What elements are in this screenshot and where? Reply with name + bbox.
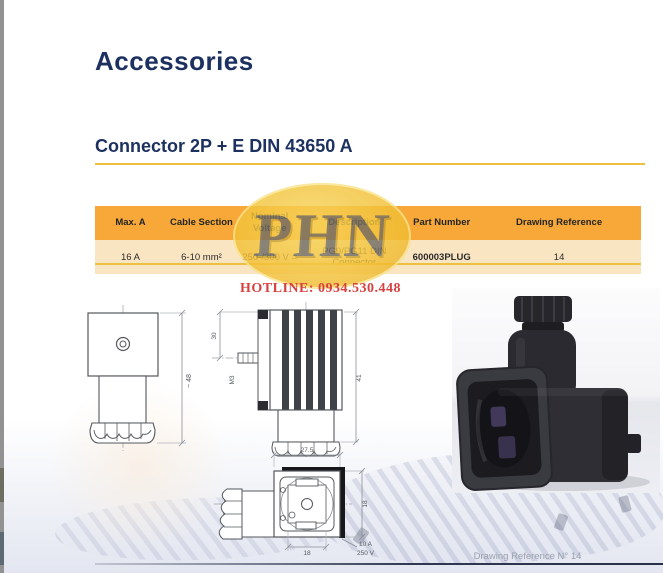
dim-label-screw-m3: M3 xyxy=(229,375,236,384)
dim-label-height-41: 41 xyxy=(356,374,363,382)
rating-amps-label: 10 A xyxy=(359,541,373,548)
col-header-max-a: Max. A xyxy=(95,206,166,240)
cell-part-number: 600003PLUG xyxy=(406,240,478,274)
page-edge-mark xyxy=(0,468,4,502)
col-header-drawing-reference: Drawing Reference xyxy=(477,206,641,240)
drawing-rear-view: 27.5 18 18 10 A 250 V xyxy=(214,447,375,557)
connector-product-photo xyxy=(452,288,660,493)
dim-label-depth-30: 30 xyxy=(211,332,218,340)
drawing-front-view: ~ 48 xyxy=(87,305,193,451)
drawing-side-view: 30 M3 41 xyxy=(211,302,363,457)
col-header-cable-section: Cable Section xyxy=(165,206,237,240)
rating-volts-label: 250 V xyxy=(357,550,375,557)
footer-rule xyxy=(95,563,663,565)
phn-watermark: PHN xyxy=(233,183,411,289)
page-title: Accessories xyxy=(95,46,254,76)
dim-label-bottom-18: 18 xyxy=(303,550,311,557)
section-heading: Connector 2P + E DIN 43650 A xyxy=(95,136,645,165)
page-edge-strip xyxy=(0,0,4,573)
page-edge-mark xyxy=(0,532,4,565)
footer-drawing-reference: Drawing Reference N° 14 xyxy=(473,551,582,562)
watermark-text: PHN xyxy=(251,201,393,270)
cell-drawing-reference: 14 xyxy=(477,240,641,274)
dim-label-side-18: 18 xyxy=(362,500,369,508)
dim-label-height-48: ~ 48 xyxy=(186,374,193,388)
col-header-part-number: Part Number xyxy=(406,206,478,240)
dim-label-width-27-5: 27.5 xyxy=(301,447,314,454)
hotline-text: HOTLINE: 0934.530.448 xyxy=(240,281,402,296)
cell-max-a: 16 A xyxy=(95,240,166,274)
cell-cable-section: 6-10 mm² xyxy=(165,240,237,274)
connector-photo-art xyxy=(456,296,650,491)
